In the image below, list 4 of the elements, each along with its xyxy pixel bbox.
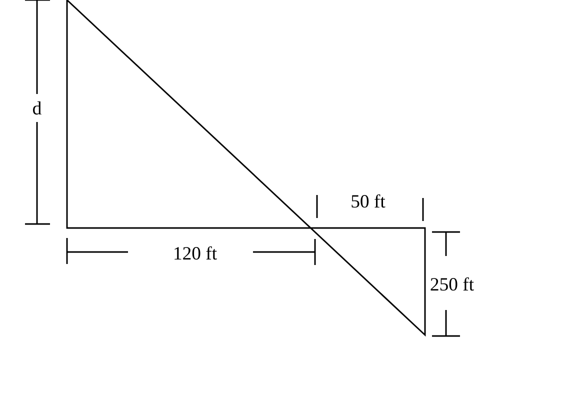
dimension-label: 50 ft: [349, 193, 387, 209]
dimension-label: d: [31, 100, 43, 116]
dimension-label: 250 ft: [428, 276, 476, 292]
dimension-label: 120 ft: [172, 245, 218, 261]
